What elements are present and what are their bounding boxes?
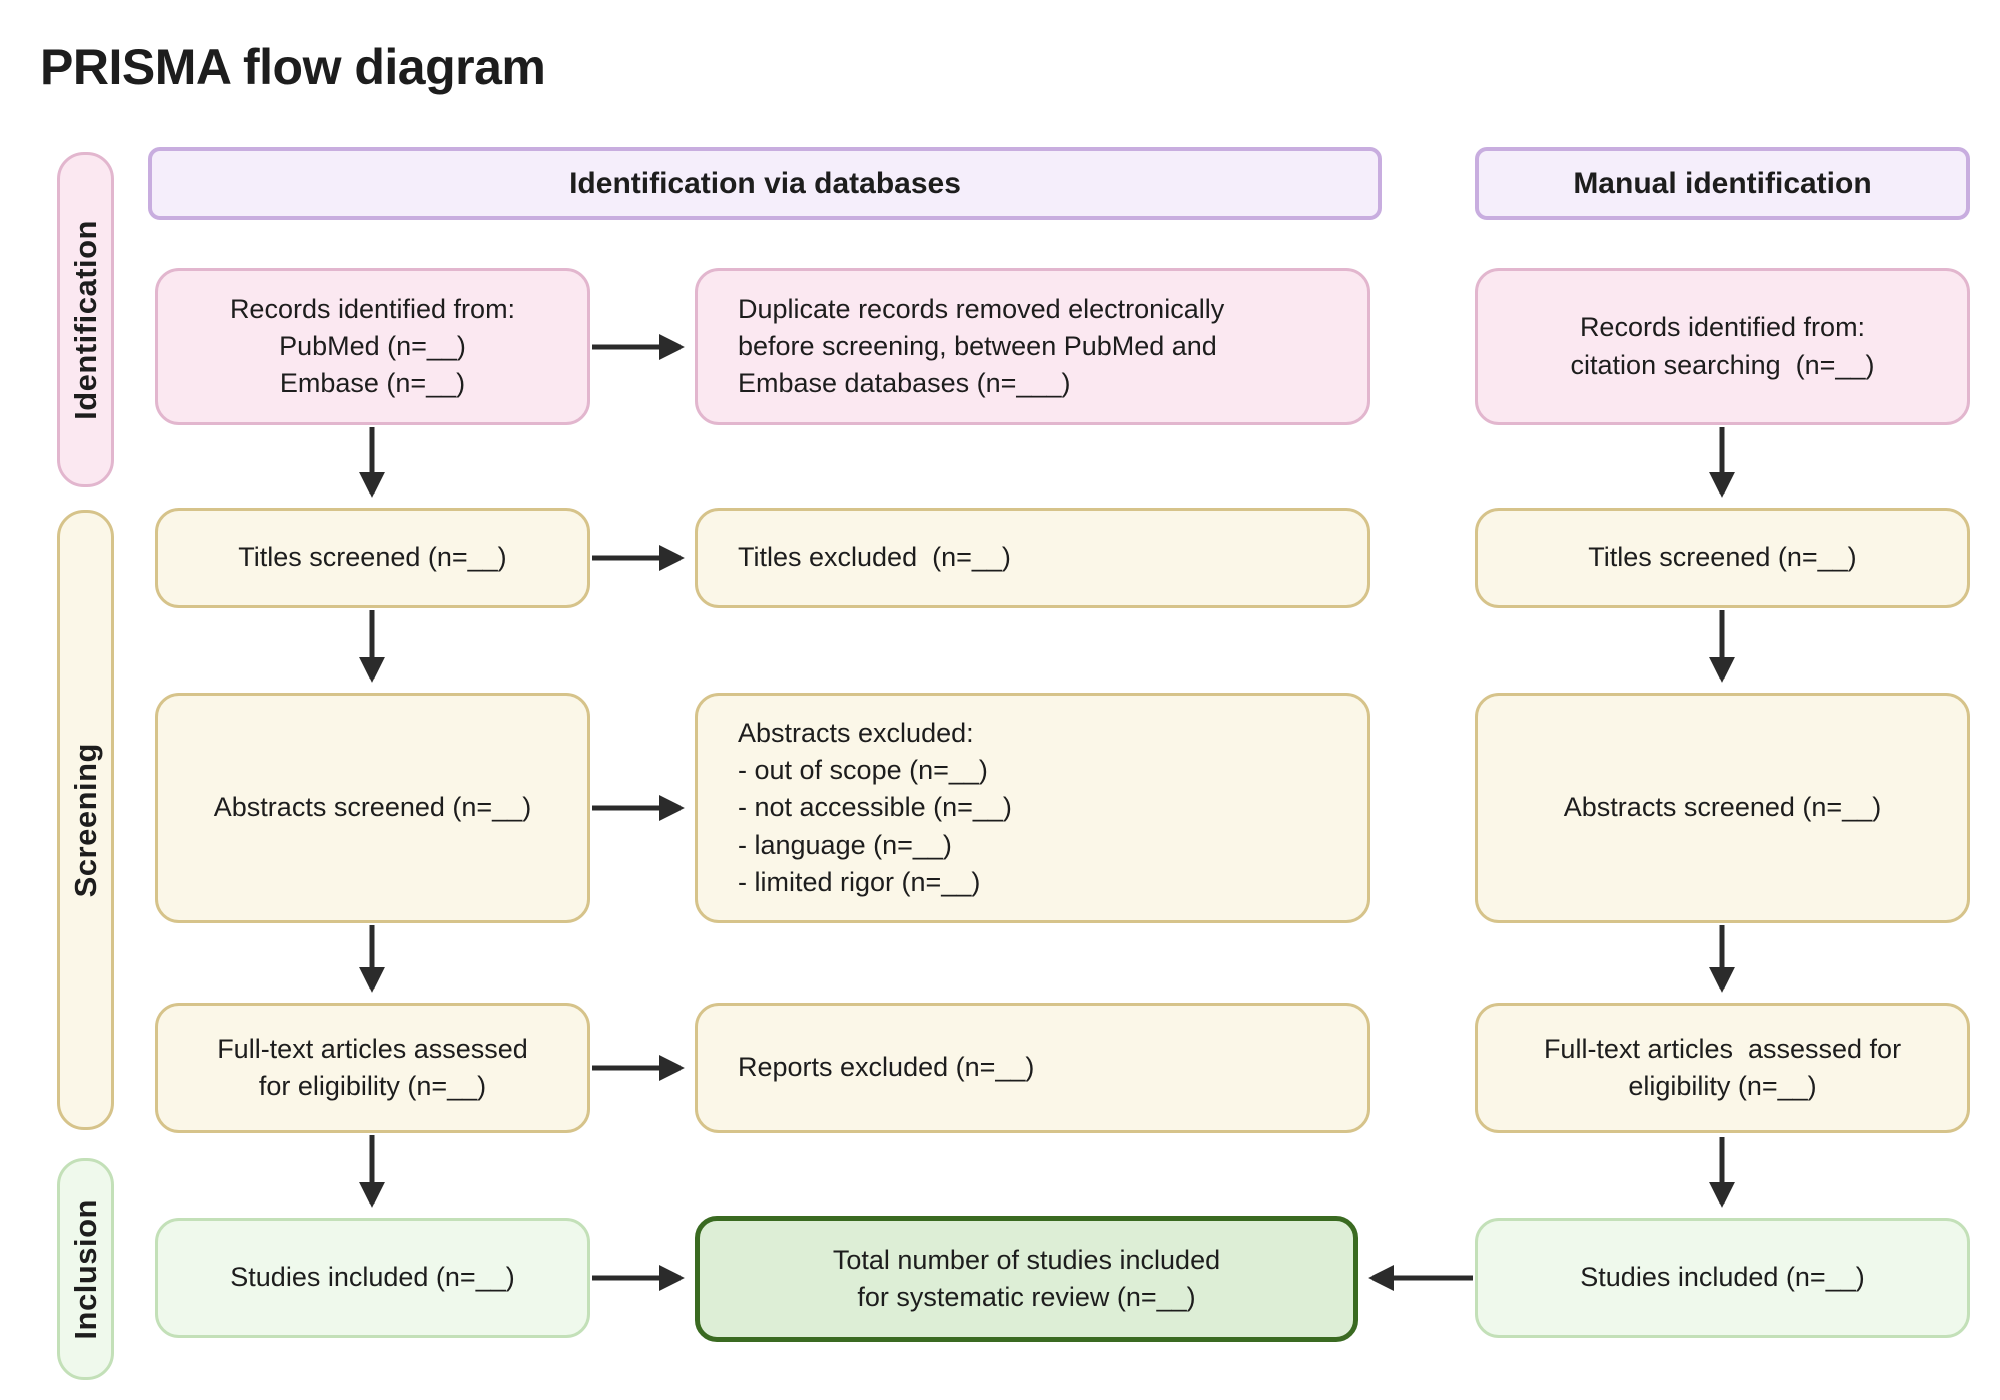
box-text-line: Abstracts excluded: [738, 717, 974, 748]
box-abstracts-screened-databases: Abstracts screened (n=__) [155, 693, 590, 923]
box-text-line: - out of scope (n=__) [738, 755, 988, 786]
box-text-line: Reports excluded (n=__) [738, 1052, 1035, 1083]
box-text-line: Duplicate records removed electronically [738, 293, 1225, 324]
box-text-line: Studies included (n=__) [230, 1262, 515, 1293]
box-text-line: - limited rigor (n=__) [738, 866, 981, 897]
box-fulltext-assessed-databases: Full-text articles assessed for eligibil… [155, 1003, 590, 1133]
header-identification-via-databases: Identification via databases [148, 147, 1382, 220]
box-fulltext-assessed-manual: Full-text articles assessed for eligibil… [1475, 1003, 1970, 1133]
box-text-line: Titles screened (n=__) [1588, 542, 1857, 573]
box-titles-screened-databases: Titles screened (n=__) [155, 508, 590, 608]
box-text-line: Full-text articles assessed for [1543, 1033, 1902, 1064]
box-text-line: Records identified from: [1579, 312, 1866, 343]
stage-label-identification-text: Identification [67, 219, 103, 420]
stage-label-inclusion: Inclusion [57, 1158, 114, 1380]
box-text-line: for eligibility (n=__) [258, 1071, 487, 1101]
box-text-line: Abstracts screened (n=__) [213, 792, 532, 823]
box-text-line: - not accessible (n=__) [738, 792, 1012, 823]
header-identification-via-databases-text: Identification via databases [569, 166, 961, 200]
box-text-line: for systematic review (n=__) [857, 1282, 1196, 1312]
box-reports-excluded: Reports excluded (n=__) [695, 1003, 1370, 1133]
box-titles-screened-manual: Titles screened (n=__) [1475, 508, 1970, 608]
box-text-line: Embase (n=__) [279, 368, 466, 399]
box-total-studies-included: Total number of studies included for sys… [695, 1216, 1358, 1342]
box-text-line: Studies included (n=__) [1580, 1262, 1865, 1293]
header-manual-identification: Manual identification [1475, 147, 1970, 220]
box-text-line: Abstracts screened (n=__) [1563, 792, 1882, 823]
box-text-line: PubMed (n=__) [279, 330, 466, 361]
box-text-line: Total number of studies included [832, 1244, 1221, 1275]
box-text-line: citation searching (n=__) [1570, 349, 1875, 380]
box-titles-excluded: Titles excluded (n=__) [695, 508, 1370, 608]
box-text-line: Records identified from: [229, 293, 516, 324]
page-title: PRISMA flow diagram [40, 39, 546, 95]
stage-label-screening-text: Screening [67, 742, 103, 898]
box-text-line: Titles excluded (n=__) [738, 542, 1011, 573]
box-text-line: Embase databases (n=___) [738, 368, 1071, 399]
box-abstracts-excluded: Abstracts excluded: - out of scope (n=__… [695, 693, 1370, 923]
box-studies-included-manual: Studies included (n=__) [1475, 1218, 1970, 1338]
box-text-line: before screening, between PubMed and [738, 330, 1217, 361]
box-text-line: - language (n=__) [738, 829, 952, 860]
box-records-identified-citation: Records identified from: citation search… [1475, 268, 1970, 425]
box-studies-included-databases: Studies included (n=__) [155, 1218, 590, 1338]
box-text-line: eligibility (n=__) [1628, 1071, 1817, 1101]
stage-label-inclusion-text: Inclusion [67, 1198, 103, 1340]
stage-label-screening: Screening [57, 510, 114, 1130]
header-manual-identification-text: Manual identification [1573, 166, 1872, 200]
box-text-line: Titles screened (n=__) [238, 542, 507, 573]
stage-label-identification: Identification [57, 152, 114, 487]
box-abstracts-screened-manual: Abstracts screened (n=__) [1475, 693, 1970, 923]
box-duplicates-removed: Duplicate records removed electronically… [695, 268, 1370, 425]
box-text-line: Full-text articles assessed [217, 1033, 528, 1064]
box-records-identified-databases: Records identified from: PubMed (n=__) E… [155, 268, 590, 425]
